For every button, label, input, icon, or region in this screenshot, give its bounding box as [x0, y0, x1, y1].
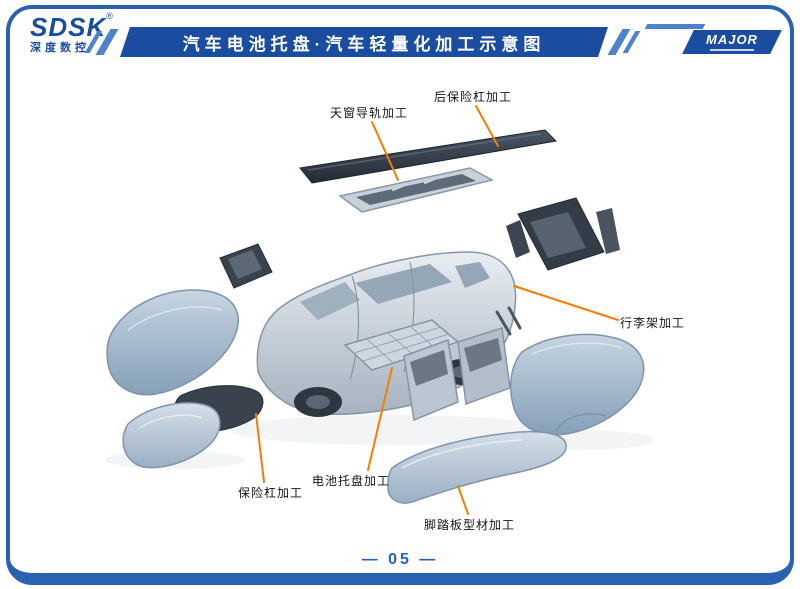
title-banner: 汽车电池托盘·汽车轻量化加工示意图 [120, 27, 608, 57]
door-parts [403, 327, 511, 422]
sdsk-logo: SDSK® 深度数控 [30, 11, 113, 54]
leader-lines [255, 105, 619, 515]
label-rear-bumper: 后保险杠加工 [434, 90, 513, 104]
front-bumper-part [122, 402, 221, 469]
leader-battery-tray [367, 367, 393, 471]
label-running-board: 脚踏板型材加工 [424, 518, 516, 532]
leader-sunroof-rail [371, 121, 399, 181]
rear-hatch-parts [506, 197, 620, 271]
rear-bumper-beam-part [299, 129, 558, 184]
page-number: — 05 — [361, 551, 439, 568]
label-sunroof-rail: 天窗导轨加工 [330, 106, 409, 120]
leader-rear-bumper [475, 105, 499, 147]
sdsk-logo-subtitle: 深度数控 [30, 42, 90, 54]
label-battery-tray: 电池托盘加工 [312, 474, 391, 488]
strut-parts [495, 306, 522, 336]
sunroof-rail-frame-part [338, 167, 495, 213]
label-roof-rack: 行李架加工 [620, 316, 686, 330]
hood-part [106, 289, 239, 396]
leader-front-bumper [255, 413, 265, 483]
rear-quarter-panel-part [509, 333, 645, 436]
leader-running-board [457, 485, 469, 515]
running-board-part [387, 430, 567, 504]
window-frame-part [219, 243, 273, 289]
label-front-bumper: 保险杠加工 [238, 486, 304, 500]
page-title: 汽车电池托盘·汽车轻量化加工示意图 [182, 34, 546, 54]
leader-roof-rack [513, 285, 619, 321]
registered-mark: ® [106, 11, 113, 21]
sdsk-logo-text: SDSK [30, 12, 107, 42]
